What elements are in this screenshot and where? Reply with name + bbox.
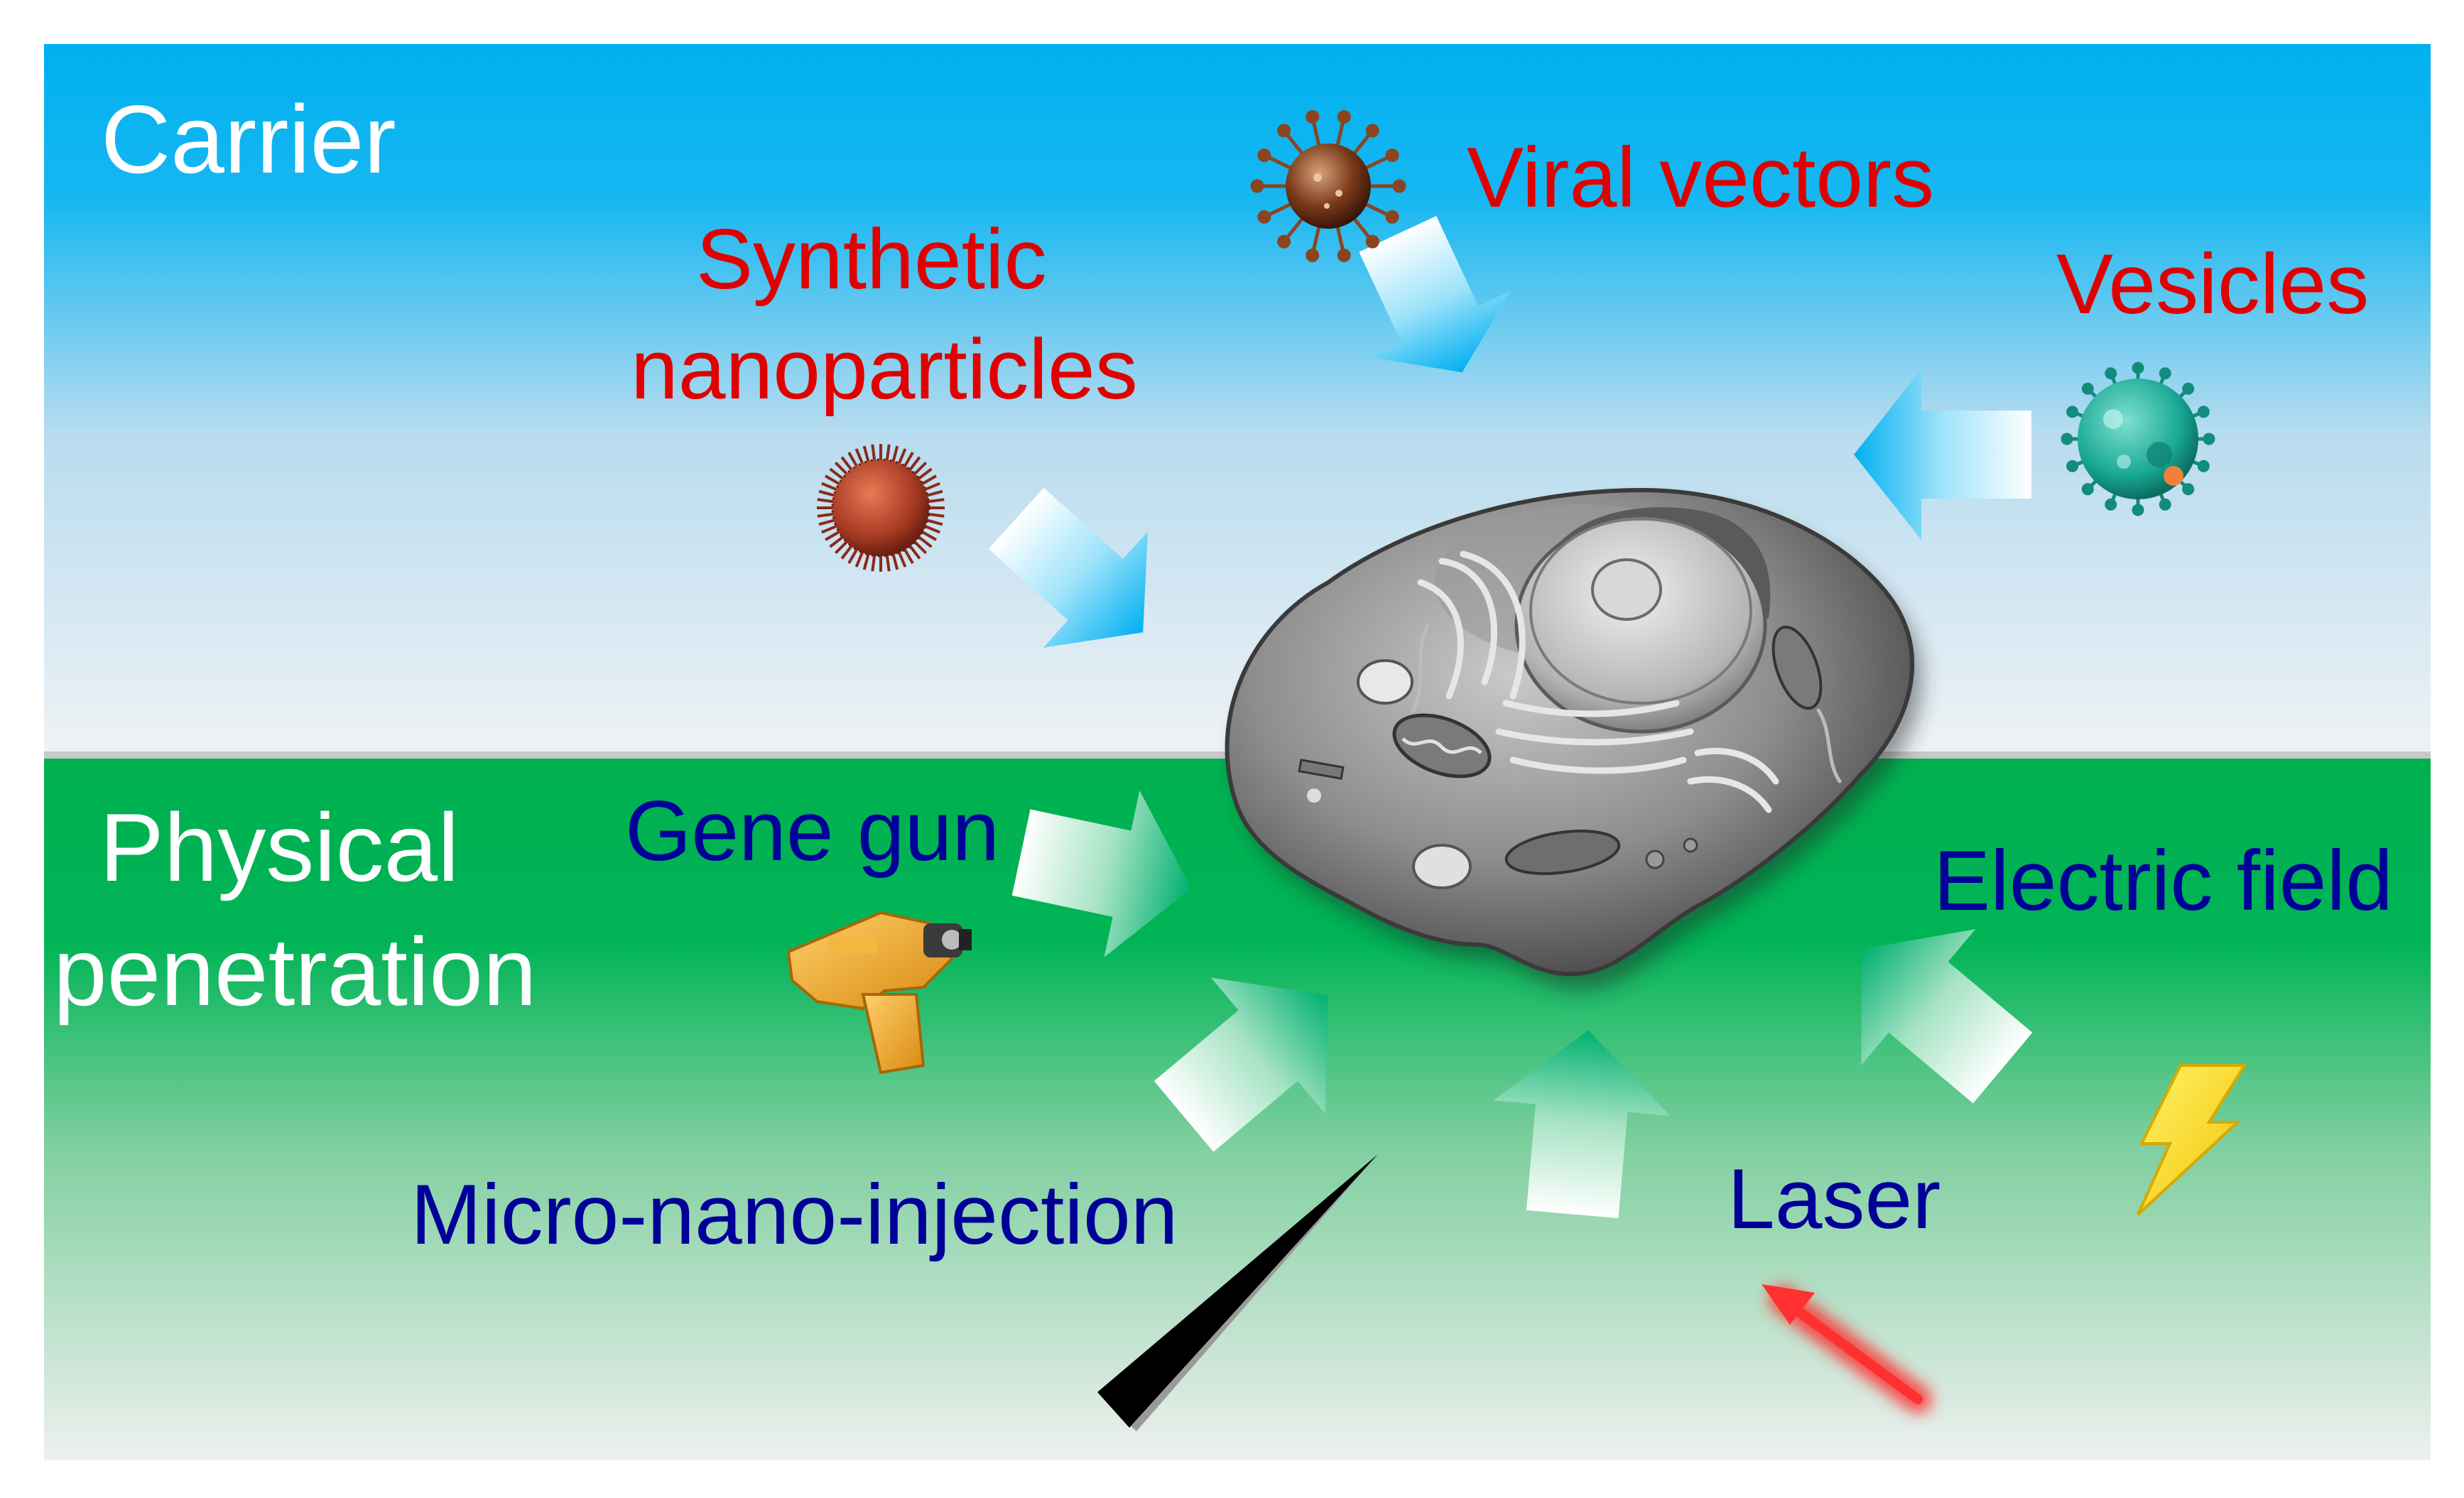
viral-arrow — [1359, 216, 1511, 373]
gene-gun-icon — [786, 911, 972, 1075]
electric-field-label: Electric field — [1933, 833, 2393, 928]
gene-gun-label: Gene gun — [625, 783, 1000, 879]
synthetic-label-line2: nanoparticles — [631, 322, 1138, 417]
carrier-region — [44, 44, 2431, 753]
needle-icon — [1097, 1154, 1378, 1431]
gene-gun-arrow — [1011, 790, 1192, 957]
synthetic-arrow — [989, 487, 1148, 648]
laser-beam-icon — [1762, 1284, 1932, 1413]
synthetic-label-line1: Synthetic — [696, 212, 1047, 307]
vesicles-arrow — [1854, 369, 2031, 540]
micro-nano-injection-label: Micro-nano-injection — [411, 1167, 1178, 1262]
nanoparticle-icon — [817, 444, 945, 572]
animal-cell-icon — [1225, 487, 1923, 990]
laser-arrow — [1493, 1030, 1671, 1219]
mitochondrion — [1392, 713, 1492, 778]
electric-arrow — [1861, 929, 2033, 1104]
vesicle-icon — [2061, 362, 2215, 516]
viral-vectors-label: Viral vectors — [1467, 130, 1935, 225]
carrier-section-label: Carrier — [101, 85, 396, 193]
physical-section-label-line2: penetration — [53, 918, 537, 1026]
physical-section-label-line1: Physical — [99, 793, 460, 901]
virus-icon — [1250, 110, 1406, 262]
micro-arrow — [1154, 977, 1328, 1152]
vesicles-label: Vesicles — [2056, 237, 2370, 332]
laser-label: Laser — [1727, 1151, 1941, 1247]
lightning-bolt-icon — [2137, 1064, 2247, 1216]
